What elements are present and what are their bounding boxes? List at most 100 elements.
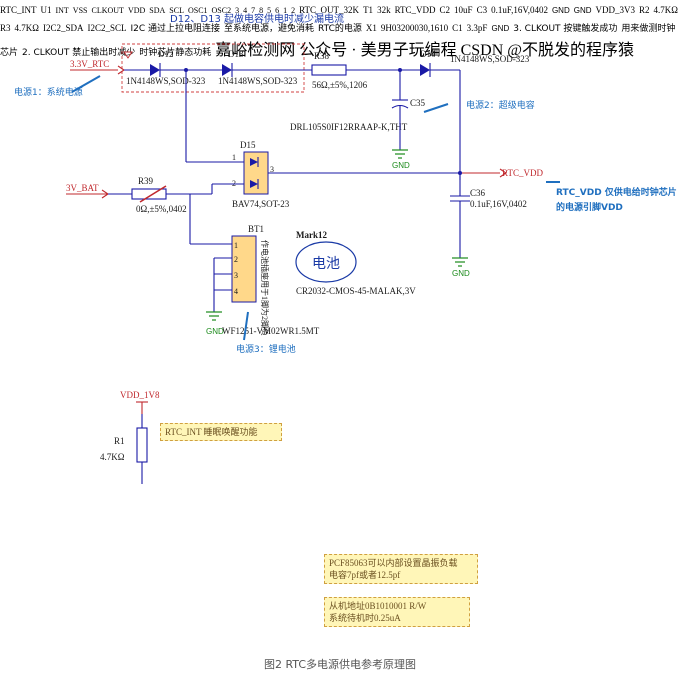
diode-d15-body bbox=[243, 151, 269, 195]
d13-model: 1N4148WS,SOD-323 bbox=[218, 76, 298, 86]
annotation-power1: 电源1：系统电源 bbox=[14, 86, 83, 98]
net-vdd-1v8: VDD_1V8 bbox=[120, 390, 160, 400]
svg-text:3: 3 bbox=[234, 271, 238, 280]
resistor-r1 bbox=[136, 427, 148, 463]
net-i2c-sda: I2C2_SDA bbox=[42, 23, 84, 33]
u1-label: U1 bbox=[40, 5, 52, 15]
crystal-x1: X1 9H03200030,1610 C1 3.3pF GND 3. CLKOU… bbox=[0, 18, 676, 671]
pin-scl: SCL bbox=[169, 6, 184, 15]
r1-value: 4.7KΩ bbox=[100, 452, 125, 462]
c3-label: C3 bbox=[476, 5, 488, 15]
warning-triangle-icon bbox=[123, 51, 133, 59]
c1-value: 3.3pF bbox=[466, 23, 488, 33]
d14-model: 1N4148WS,SOD-323 bbox=[450, 54, 530, 64]
gnd-label-bt1: GND bbox=[206, 327, 224, 336]
ground-symbol-c35 bbox=[392, 149, 408, 159]
r3-label: R3 bbox=[0, 23, 11, 33]
annotation-rtc-vdd-1: RTC_VDD 仅供电给时钟芯片 bbox=[556, 186, 677, 198]
r39-label: R39 bbox=[138, 176, 154, 186]
x1-label: X1 bbox=[365, 23, 377, 33]
leakage-dashed-box bbox=[121, 43, 305, 93]
bt1-label: BT1 bbox=[248, 224, 264, 234]
d12-label: D12 bbox=[158, 49, 174, 59]
svg-text:1: 1 bbox=[234, 241, 238, 250]
x1-model: 9H03200030,1610 bbox=[380, 23, 449, 33]
c2-label: C2 bbox=[439, 5, 451, 15]
battery-coin-cell bbox=[295, 241, 357, 283]
r3-value: 4.7KΩ bbox=[14, 23, 39, 33]
net-3v3-rtc: 3.3V_RTC bbox=[70, 59, 109, 69]
top-title: D12、D13 起做电容供电时减少漏电流 bbox=[170, 12, 344, 25]
t1-label: T1 bbox=[363, 5, 374, 15]
svg-text:3: 3 bbox=[270, 165, 274, 174]
d12-model: 1N4148WS,SOD-323 bbox=[126, 76, 206, 86]
annotation-clk-3: 2. CLKOUT 禁止输出时减少 bbox=[22, 48, 136, 58]
svg-text:2: 2 bbox=[234, 255, 238, 264]
r1-label: R1 bbox=[114, 436, 125, 446]
figure-caption: 图2 RTC多电源供电参考原理图 bbox=[263, 658, 417, 671]
watermark-csdn: CSDN @不脱发的程序猿 bbox=[460, 42, 634, 59]
net-rtc-out: RTC_OUT_32K bbox=[299, 5, 360, 15]
c36-label: C36 bbox=[470, 188, 486, 198]
d13-label: D13 bbox=[228, 49, 244, 59]
bt1-side-text: 作电池插座用于1脚为2脚负 bbox=[260, 240, 270, 336]
bt1-model: WF1251-VM02WR1.5MT bbox=[222, 326, 320, 336]
net-vdd-3v3: VDD_3V3 bbox=[595, 5, 636, 15]
gnd-label-vss: GND bbox=[573, 6, 592, 15]
annotation-clk-1: 3. CLKOUT 按键触发成功 bbox=[513, 24, 618, 34]
mark12-label: Mark12 bbox=[296, 230, 327, 240]
gnd-label-c2: GND bbox=[551, 6, 570, 15]
gnd-label-c1: GND bbox=[491, 24, 510, 33]
resistor-r38 bbox=[311, 64, 347, 76]
note-rtc-int: RTC_INT 睡眠唤醒功能 bbox=[160, 423, 282, 441]
pin-vdd: VDD bbox=[127, 6, 146, 15]
diode-d13-symbol bbox=[222, 64, 232, 76]
ground-symbol-c36 bbox=[452, 257, 468, 267]
watermark-brand: 嘉峪检测网 bbox=[215, 42, 296, 59]
r38-value: 56Ω,±5%,1206 bbox=[312, 80, 368, 90]
net-rtc-vdd-left: RTC_VDD bbox=[394, 5, 436, 15]
pin-osc1: OSC1 bbox=[187, 6, 208, 15]
net-rtc-int: RTC_INT bbox=[0, 5, 37, 15]
annotation-clk-4: 时钟芯片静态功耗 bbox=[139, 48, 212, 58]
c1-label: C1 bbox=[452, 23, 463, 33]
annotation-rtc-vdd-2: 的电源引脚VDD bbox=[556, 201, 623, 213]
t1-value: 32k bbox=[377, 5, 391, 15]
pin-int: INT bbox=[55, 6, 69, 15]
c3-value: 0.1uF,16V,0402 bbox=[491, 5, 548, 15]
note-osc: PCF85063可以内部设置晶振负载 电容7pf或者12.5pf bbox=[324, 554, 478, 584]
annotation-power3: 电源3：锂电池 bbox=[236, 343, 296, 355]
note-address: 从机地址0B1010001 R/W 系统待机时0.25uA bbox=[324, 597, 470, 627]
ground-symbol-bt1 bbox=[206, 311, 222, 321]
diode-d12-symbol bbox=[150, 64, 160, 76]
annotation-i2c-2: 至系统电源，避免消耗 bbox=[224, 24, 315, 34]
d15-model: BAV74,SOT-23 bbox=[232, 199, 290, 209]
battery-text: 电池 bbox=[312, 256, 340, 272]
annotation-power2: 电源2：超级电容 bbox=[466, 99, 535, 111]
net-i2c-scl: I2C2_SCL bbox=[87, 23, 127, 33]
c35-model: DRL105S0IF12RRAAP-K,THT bbox=[290, 122, 408, 132]
battery-model: CR2032-CMOS-45-MALAK,3V bbox=[296, 286, 416, 296]
pin-clkout: CLKOUT bbox=[91, 6, 124, 15]
net-3v-bat: 3V_BAT bbox=[66, 183, 99, 193]
r2-value: 4.7KΩ bbox=[653, 5, 678, 15]
r38-label: R38 bbox=[314, 51, 330, 61]
pin-vss: VSS bbox=[72, 6, 88, 15]
c35-label: C35 bbox=[410, 98, 426, 108]
d14-label: D14 bbox=[420, 49, 436, 59]
annotation-clk-2: 用来做测时钟芯片 bbox=[0, 24, 676, 58]
svg-text:1: 1 bbox=[232, 153, 236, 162]
pin-osc2: OSC2 bbox=[211, 6, 232, 15]
net-rtc-vdd: RTC_VDD bbox=[502, 168, 543, 178]
gnd-label-c36: GND bbox=[452, 269, 470, 278]
battery-holder-bt1 bbox=[231, 235, 257, 303]
c36-value: 0.1uF,16V,0402 bbox=[470, 199, 527, 209]
annotation-i2c-1: I2C 通过上拉电阻连接 bbox=[130, 24, 221, 34]
r39-value: 0Ω,±5%,0402 bbox=[136, 204, 187, 214]
svg-text:4: 4 bbox=[234, 287, 238, 296]
watermark-public: 公众号 · 美男子玩编程 bbox=[299, 42, 457, 59]
